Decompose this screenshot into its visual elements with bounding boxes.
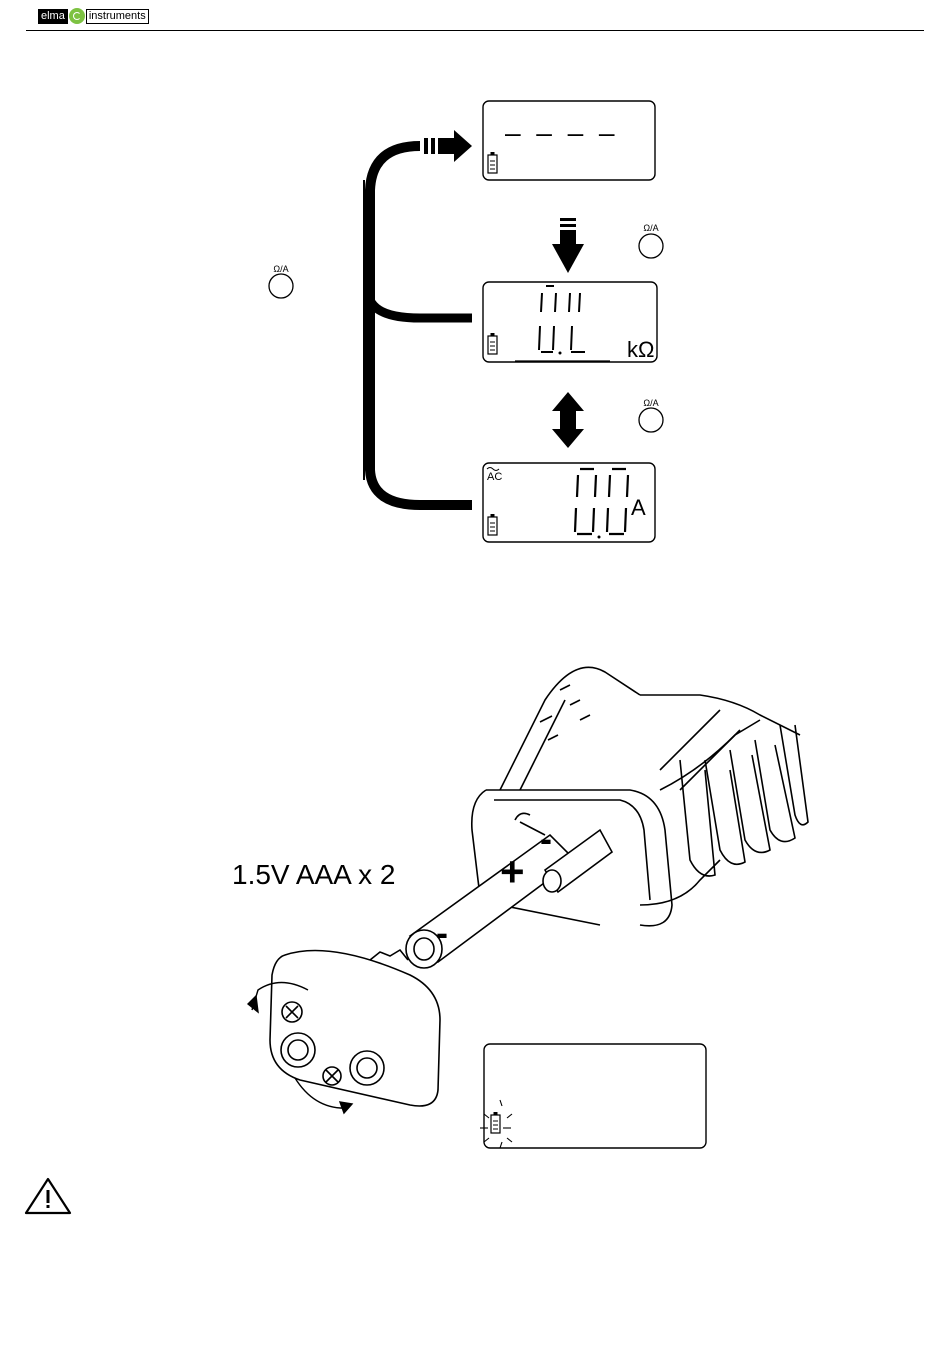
svg-text:Ω/A: Ω/A [643,398,658,408]
battery-cover-illustration [270,950,440,1106]
lcd-display-standby: – – – – [483,101,655,180]
warning-triangle-icon [26,1179,70,1213]
arrow-down-icon [552,218,584,273]
flow-bracket [364,146,472,505]
lcd-display-low-battery [480,1044,706,1148]
arrow-right-icon [424,130,472,162]
display3-mode: AC [487,471,502,483]
function-button-2: Ω/A [639,398,663,432]
display2-unit: kΩ [627,337,654,362]
lcd-display-resistance: kΩ [483,282,657,362]
svg-text:Ω/A: Ω/A [643,223,658,233]
arrow-updown-icon [552,392,584,448]
battery-spec-label: 1.5V AAA x 2 [232,859,395,890]
function-button-left: Ω/A [269,264,293,298]
lcd-display-current: AC A [483,463,655,542]
minus-sign-top: - [540,818,552,859]
display1-reading: – – – – [505,119,615,149]
button-label-left: Ω/A [273,264,288,274]
function-button-1: Ω/A [639,223,663,258]
minus-sign-bottom: - [436,912,448,953]
plus-sign: + [500,848,525,895]
display3-unit: A [631,495,646,520]
